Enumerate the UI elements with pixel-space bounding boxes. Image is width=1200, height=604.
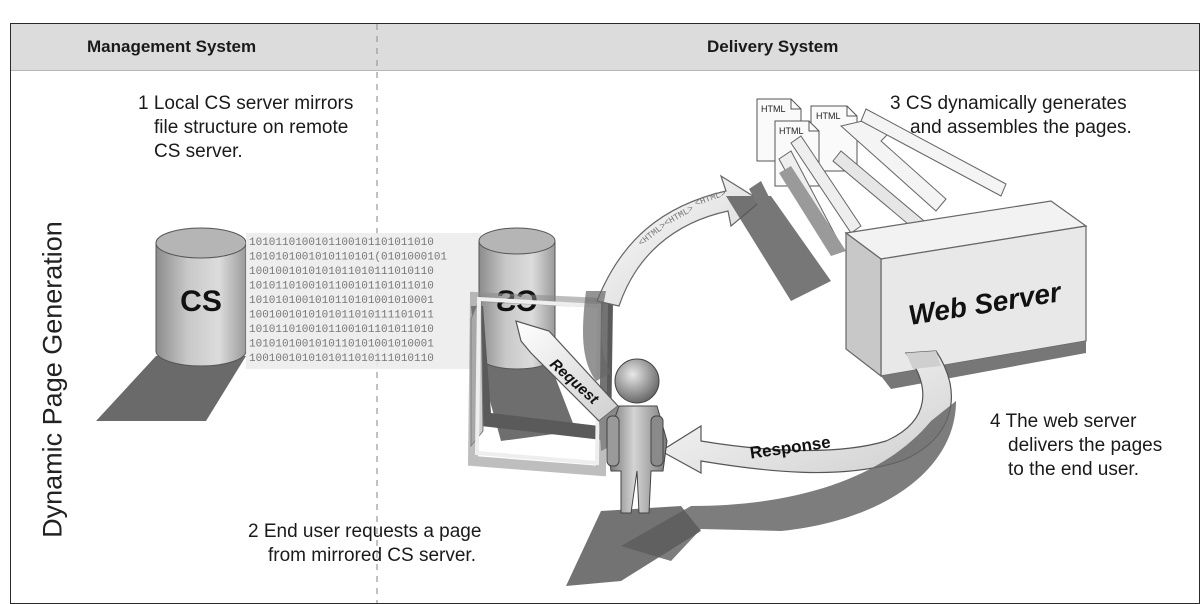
delivery-system-label: Delivery System <box>707 37 839 56</box>
html-stream-arrow: <HTML> <HTML> <HTML> <box>596 174 763 307</box>
assembly-arrows <box>749 108 1007 267</box>
step1-line1: 1 Local CS server mirrors <box>138 93 354 114</box>
end-user-arm <box>650 415 664 467</box>
html-doc-2-label: HTML <box>816 111 841 121</box>
binary-row: 1001001010101011010111101011 <box>249 310 434 322</box>
step4-line3: to the end user. <box>1008 459 1139 480</box>
html-doc-3-label: HTML <box>779 126 804 136</box>
step2-line1: 2 End user requests a page <box>248 521 482 542</box>
html-stream-shadow <box>726 196 831 301</box>
dynamic-page-generation-diagram: CS 1010110100101100101101011010 101010100… <box>96 24 1088 603</box>
response-arrow-shadow <box>621 401 956 561</box>
step3-caption: 3 CS dynamically generates and assembles… <box>890 92 1132 140</box>
binary-stream: 1010110100101100101101011010 101010100101… <box>246 233 481 369</box>
step4-line2: delivers the pages <box>1008 435 1163 456</box>
binary-row: 1010110100101100101101011010 <box>249 324 434 336</box>
step3-line1: 3 CS dynamically generates <box>890 93 1127 114</box>
end-user-head <box>614 358 660 404</box>
end-user-figure <box>566 358 701 586</box>
management-system-label: Management System <box>87 37 257 56</box>
local-cs-shadow <box>96 356 246 421</box>
step4-caption: 4 The web server delivers the pages to t… <box>990 410 1162 482</box>
end-user-shadow <box>566 506 701 586</box>
binary-row: 1010110100101100101101011010 <box>249 237 434 249</box>
html-documents: HTML HTML HTML <box>756 98 858 187</box>
step1-line2: file structure on remote <box>154 117 349 138</box>
html-doc-1-label: HTML <box>761 104 786 114</box>
step1-line3: CS server. <box>154 141 243 162</box>
side-title-container: Dynamic Page Generation <box>33 164 73 603</box>
step2-line2: from mirrored CS server. <box>268 545 476 566</box>
binary-row: 1010101001010110101(0101000101 <box>249 252 447 264</box>
binary-row: 1001001010101011010111010110 <box>249 353 434 365</box>
binary-row: 1001001010101011010111010110 <box>249 266 434 278</box>
local-cs-server: CS <box>96 227 247 421</box>
step1-caption: 1 Local CS server mirrors file structure… <box>138 92 353 164</box>
binary-row: 1010101001010110101001010001 <box>249 339 434 351</box>
binary-row: 1010101001010110101001010001 <box>249 295 434 307</box>
remote-frame <box>467 291 613 477</box>
step2-caption: 2 End user requests a page from mirrored… <box>248 520 481 568</box>
binary-row: 1010110100101100101101011010 <box>249 281 434 293</box>
step3-line2: and assembles the pages. <box>910 117 1132 138</box>
frame-shadow <box>583 291 611 381</box>
diagram-frame: Management System Delivery System <box>10 23 1200 604</box>
side-title: Dynamic Page Generation <box>37 221 68 538</box>
step4-line1: 4 The web server <box>990 411 1137 432</box>
header-bar: Management System Delivery System <box>11 24 1199 71</box>
web-server: Web Server <box>844 200 1088 389</box>
local-cs-label: CS <box>180 285 222 318</box>
